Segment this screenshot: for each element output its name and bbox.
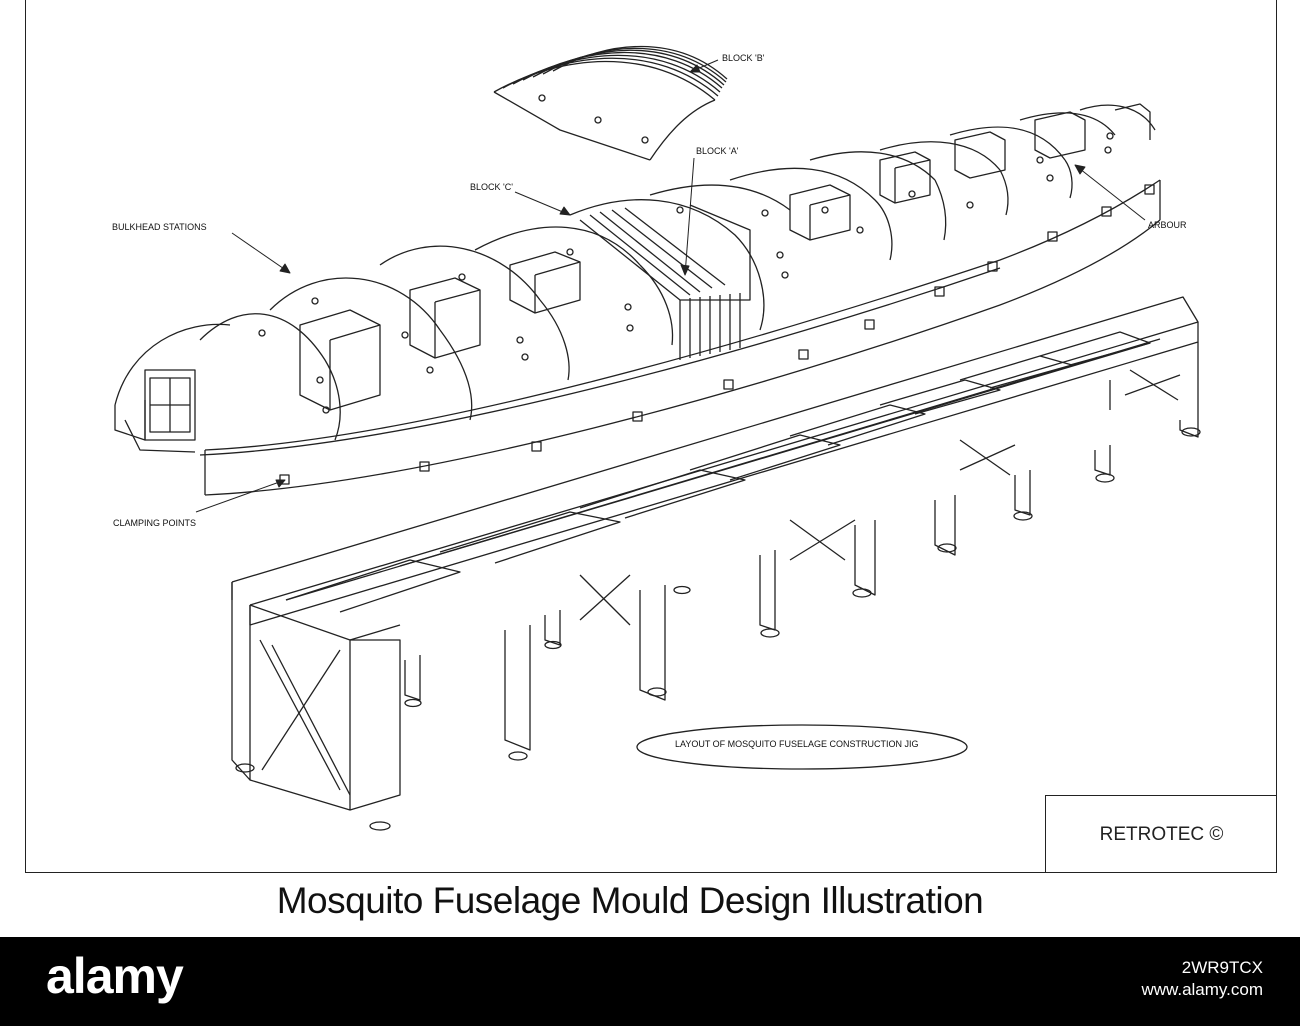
site-url: www.alamy.com <box>1141 980 1263 999</box>
leader-lines <box>195 59 1146 513</box>
label-block-a: BLOCK 'A' <box>696 146 739 156</box>
label-block-c: BLOCK 'C' <box>470 182 513 192</box>
copyright-text: RETROTEC © <box>1099 823 1224 845</box>
brand-logo: alamy <box>46 948 184 1004</box>
label-block-b: BLOCK 'B' <box>722 53 765 63</box>
fuselage-jig-drawing: BLOCK 'B' BLOCK 'A' BLOCK 'C' BULKHEAD S… <box>112 45 1201 831</box>
layout-note-ellipse <box>636 724 968 770</box>
image-id: 2WR9TCX <box>1181 958 1263 977</box>
drawing-frame <box>25 0 1277 873</box>
title-block: RETROTEC © <box>1045 795 1277 873</box>
label-arbour: ARBOUR <box>1148 220 1187 230</box>
label-clamping-points: CLAMPING POINTS <box>113 518 196 528</box>
fuselage-mould <box>114 103 1161 496</box>
label-layout-note: LAYOUT OF MOSQUITO FUSELAGE CONSTRUCTION… <box>675 739 919 749</box>
block-b-part <box>493 45 728 161</box>
label-bulkhead-stations: BULKHEAD STATIONS <box>112 222 207 232</box>
jig-stand <box>231 296 1201 831</box>
figure-caption: Mosquito Fuselage Mould Design Illustrat… <box>276 880 984 921</box>
stock-info: 2WR9TCX www.alamy.com <box>1141 957 1263 1001</box>
watermark-footer: alamy 2WR9TCX www.alamy.com <box>0 937 1300 1026</box>
